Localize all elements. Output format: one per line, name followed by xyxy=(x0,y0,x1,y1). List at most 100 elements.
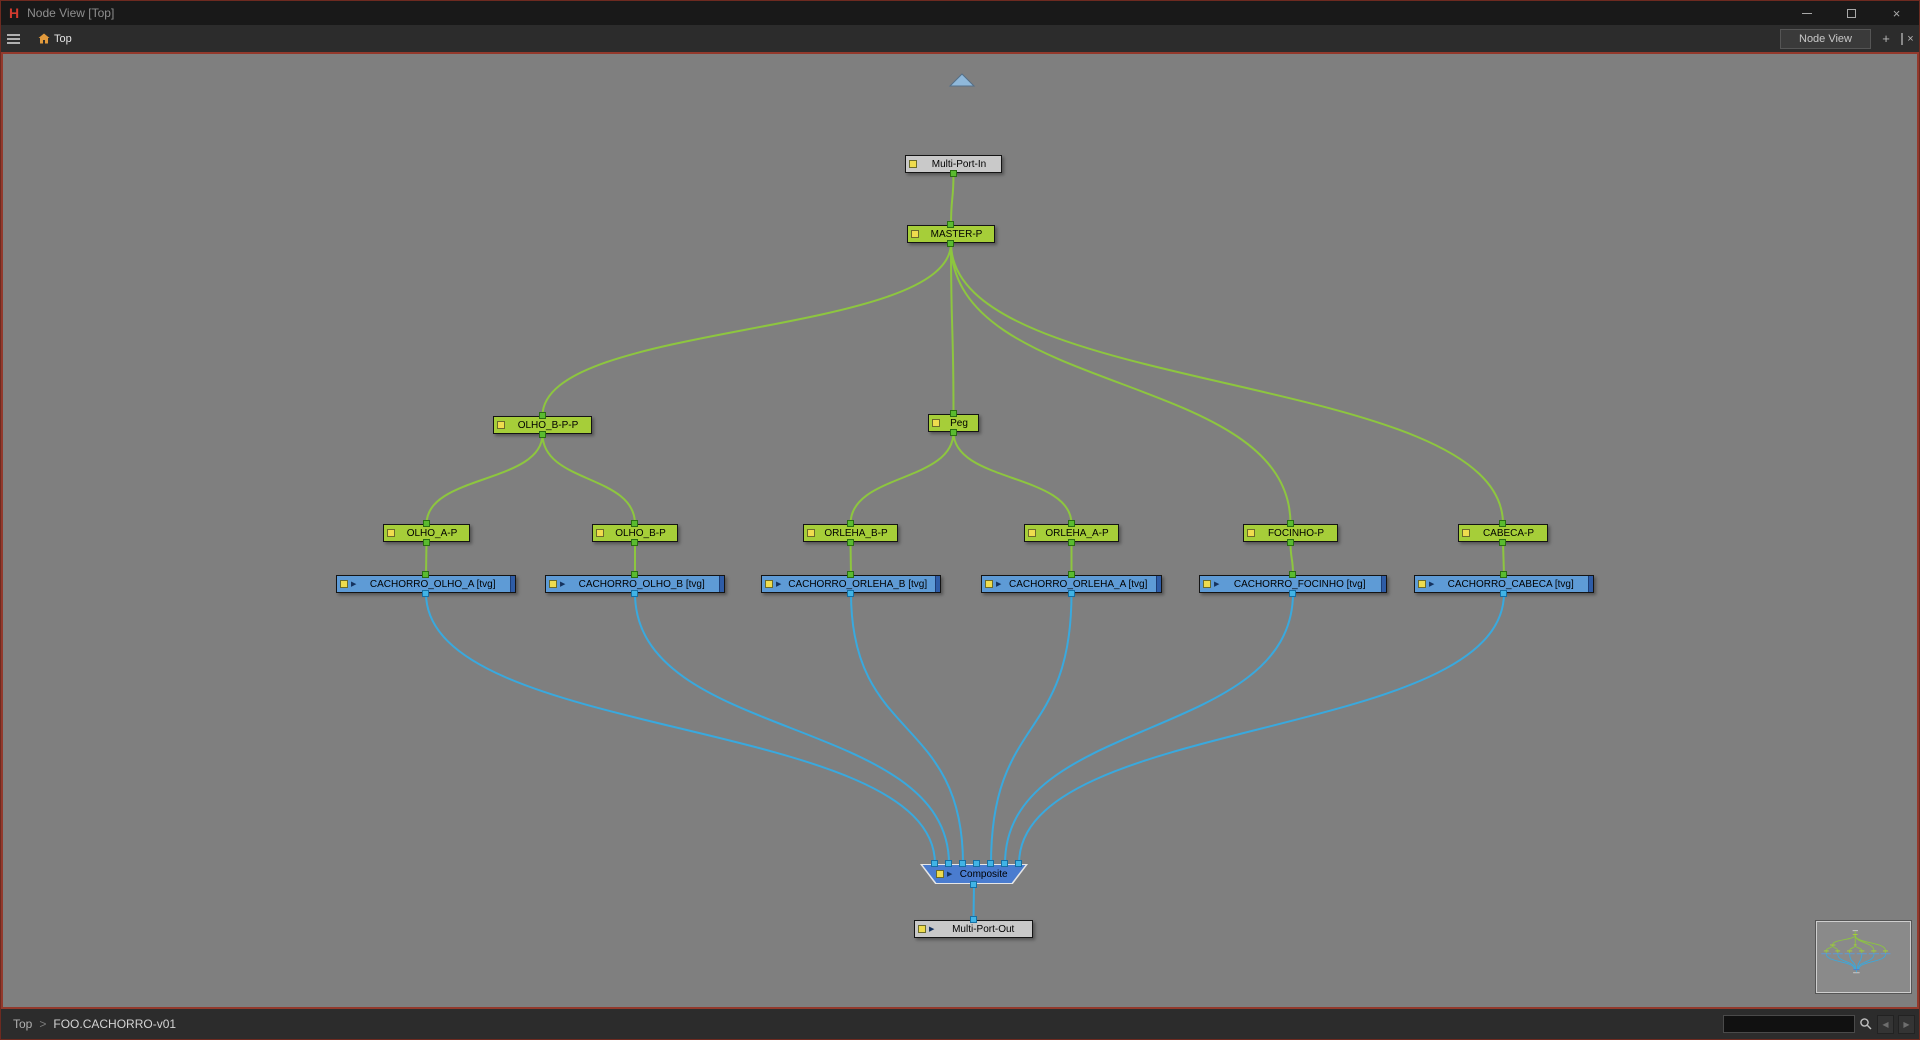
thumbnail-toggle-icon[interactable]: ▶ xyxy=(996,580,1002,588)
in-port-composite-0[interactable] xyxy=(931,860,938,867)
in-port-composite-2[interactable] xyxy=(959,860,966,867)
node-properties-icon[interactable] xyxy=(918,925,926,933)
node-search-input[interactable] xyxy=(1723,1015,1855,1033)
in-port-peg[interactable] xyxy=(949,410,957,417)
search-icon[interactable] xyxy=(1859,1017,1873,1031)
in-port-olho-b-p-p[interactable] xyxy=(538,412,546,419)
in-port-d-cabeca[interactable] xyxy=(1500,571,1507,578)
breadcrumb-root[interactable]: Top xyxy=(13,1017,33,1031)
node-label: ORLEHA_A-P xyxy=(1045,527,1109,539)
out-port-olho-b-p-p[interactable] xyxy=(538,431,546,438)
node-label: Composite xyxy=(959,868,1008,880)
out-port-peg[interactable] xyxy=(949,429,957,436)
node-label: CACHORRO_ORLEHA_B [tvg] xyxy=(788,578,928,590)
node-properties-icon[interactable] xyxy=(909,160,917,168)
node-label: MASTER-P xyxy=(930,228,983,240)
in-port-d-olho-a[interactable] xyxy=(422,571,429,578)
out-port-multi-port-in[interactable] xyxy=(949,170,957,177)
thumbnail-toggle-icon[interactable]: ▶ xyxy=(1214,580,1220,588)
node-properties-icon[interactable] xyxy=(497,421,505,429)
thumbnail-toggle-icon[interactable]: ▶ xyxy=(560,580,566,588)
prev-button[interactable]: ◀ xyxy=(1877,1014,1894,1034)
out-port-composite[interactable] xyxy=(970,881,977,888)
thumbnail-toggle-icon[interactable]: ▶ xyxy=(351,580,357,588)
view-name-tab[interactable]: Node View xyxy=(1780,28,1871,49)
in-port-d-olho-b[interactable] xyxy=(631,571,638,578)
in-port-composite-6[interactable] xyxy=(1015,860,1022,867)
node-properties-icon[interactable] xyxy=(1203,580,1211,588)
close-button[interactable]: × xyxy=(1892,5,1901,21)
minimap-graph xyxy=(1821,930,1891,974)
navigator-minimap[interactable] xyxy=(1816,921,1911,993)
out-port-d-cabeca[interactable] xyxy=(1500,590,1507,597)
out-port-orleha-a-p[interactable] xyxy=(1067,539,1075,546)
thumbnail-toggle-icon[interactable]: ▶ xyxy=(776,580,782,588)
node-properties-icon[interactable] xyxy=(1462,529,1470,537)
in-port-olho-b-p[interactable] xyxy=(631,520,638,527)
node-label: CACHORRO_CABECA [tvg] xyxy=(1447,578,1574,590)
in-port-orleha-b-p[interactable] xyxy=(846,520,854,527)
minimize-button[interactable] xyxy=(1784,1,1829,25)
add-view-icon[interactable]: + xyxy=(1882,31,1890,46)
menu-icon[interactable] xyxy=(7,33,20,44)
cache-indicator xyxy=(510,576,515,592)
out-port-cabeca-p[interactable] xyxy=(1499,539,1506,546)
minimize-icon xyxy=(1801,12,1812,14)
out-port-focinho-p[interactable] xyxy=(1286,539,1294,546)
maximize-button[interactable] xyxy=(1829,1,1874,25)
out-port-master-p[interactable] xyxy=(947,240,954,247)
node-properties-icon[interactable] xyxy=(765,580,773,588)
out-port-olho-b-p[interactable] xyxy=(631,539,638,546)
navigate-up-icon[interactable] xyxy=(948,72,976,88)
in-port-multi-port-out[interactable] xyxy=(969,916,977,923)
in-port-d-orleha-b[interactable] xyxy=(847,571,854,578)
in-port-master-p[interactable] xyxy=(947,221,954,228)
thumbnail-toggle-icon[interactable]: ▶ xyxy=(929,925,935,933)
out-port-d-orleha-b[interactable] xyxy=(847,590,854,597)
in-port-d-orleha-a[interactable] xyxy=(1067,571,1075,578)
node-properties-icon[interactable] xyxy=(1418,580,1426,588)
node-label: OLHO_A-P xyxy=(406,527,458,539)
in-port-composite-1[interactable] xyxy=(945,860,952,867)
tab-top[interactable]: Top xyxy=(30,30,80,48)
out-port-d-focinho[interactable] xyxy=(1289,590,1296,597)
node-label: OLHO_B-P xyxy=(615,527,666,539)
out-port-d-olho-b[interactable] xyxy=(631,590,638,597)
in-port-focinho-p[interactable] xyxy=(1286,520,1294,527)
toolbar-right: Node View + × xyxy=(1780,25,1915,52)
node-properties-icon[interactable] xyxy=(340,580,348,588)
node-properties-icon[interactable] xyxy=(1247,529,1255,537)
node-composite[interactable]: ▶ Composite xyxy=(920,864,1028,884)
in-port-composite-4[interactable] xyxy=(987,860,994,867)
out-port-olho-a-p[interactable] xyxy=(422,539,430,546)
node-properties-icon[interactable] xyxy=(911,230,919,238)
node-properties-icon[interactable] xyxy=(932,419,940,427)
node-properties-icon[interactable] xyxy=(807,529,815,537)
maximize-icon xyxy=(1847,8,1856,18)
node-label: CACHORRO_OLHO_B [tvg] xyxy=(578,578,705,590)
thumbnail-toggle-icon[interactable]: ▶ xyxy=(947,870,953,878)
in-port-olho-a-p[interactable] xyxy=(422,520,430,527)
in-port-composite-5[interactable] xyxy=(1001,860,1008,867)
node-label: Peg xyxy=(950,417,968,429)
in-port-orleha-a-p[interactable] xyxy=(1067,520,1075,527)
node-properties-icon[interactable] xyxy=(985,580,993,588)
out-port-orleha-b-p[interactable] xyxy=(846,539,854,546)
close-view-icon[interactable]: × xyxy=(1901,32,1915,45)
breadcrumb-current: FOO.CACHORRO-v01 xyxy=(53,1017,177,1031)
in-port-composite-3[interactable] xyxy=(973,860,980,867)
node-properties-icon[interactable] xyxy=(387,529,395,537)
node-properties-icon[interactable] xyxy=(596,529,604,537)
in-port-d-focinho[interactable] xyxy=(1289,571,1296,578)
out-port-d-olho-a[interactable] xyxy=(422,590,429,597)
node-properties-icon[interactable] xyxy=(936,870,944,878)
in-port-cabeca-p[interactable] xyxy=(1499,520,1506,527)
node-properties-icon[interactable] xyxy=(549,580,557,588)
breadcrumb-separator: > xyxy=(39,1017,47,1031)
thumbnail-toggle-icon[interactable]: ▶ xyxy=(1429,580,1435,588)
next-button[interactable]: ▶ xyxy=(1898,1014,1915,1034)
node-properties-icon[interactable] xyxy=(1028,529,1036,537)
out-port-d-orleha-a[interactable] xyxy=(1067,590,1075,597)
